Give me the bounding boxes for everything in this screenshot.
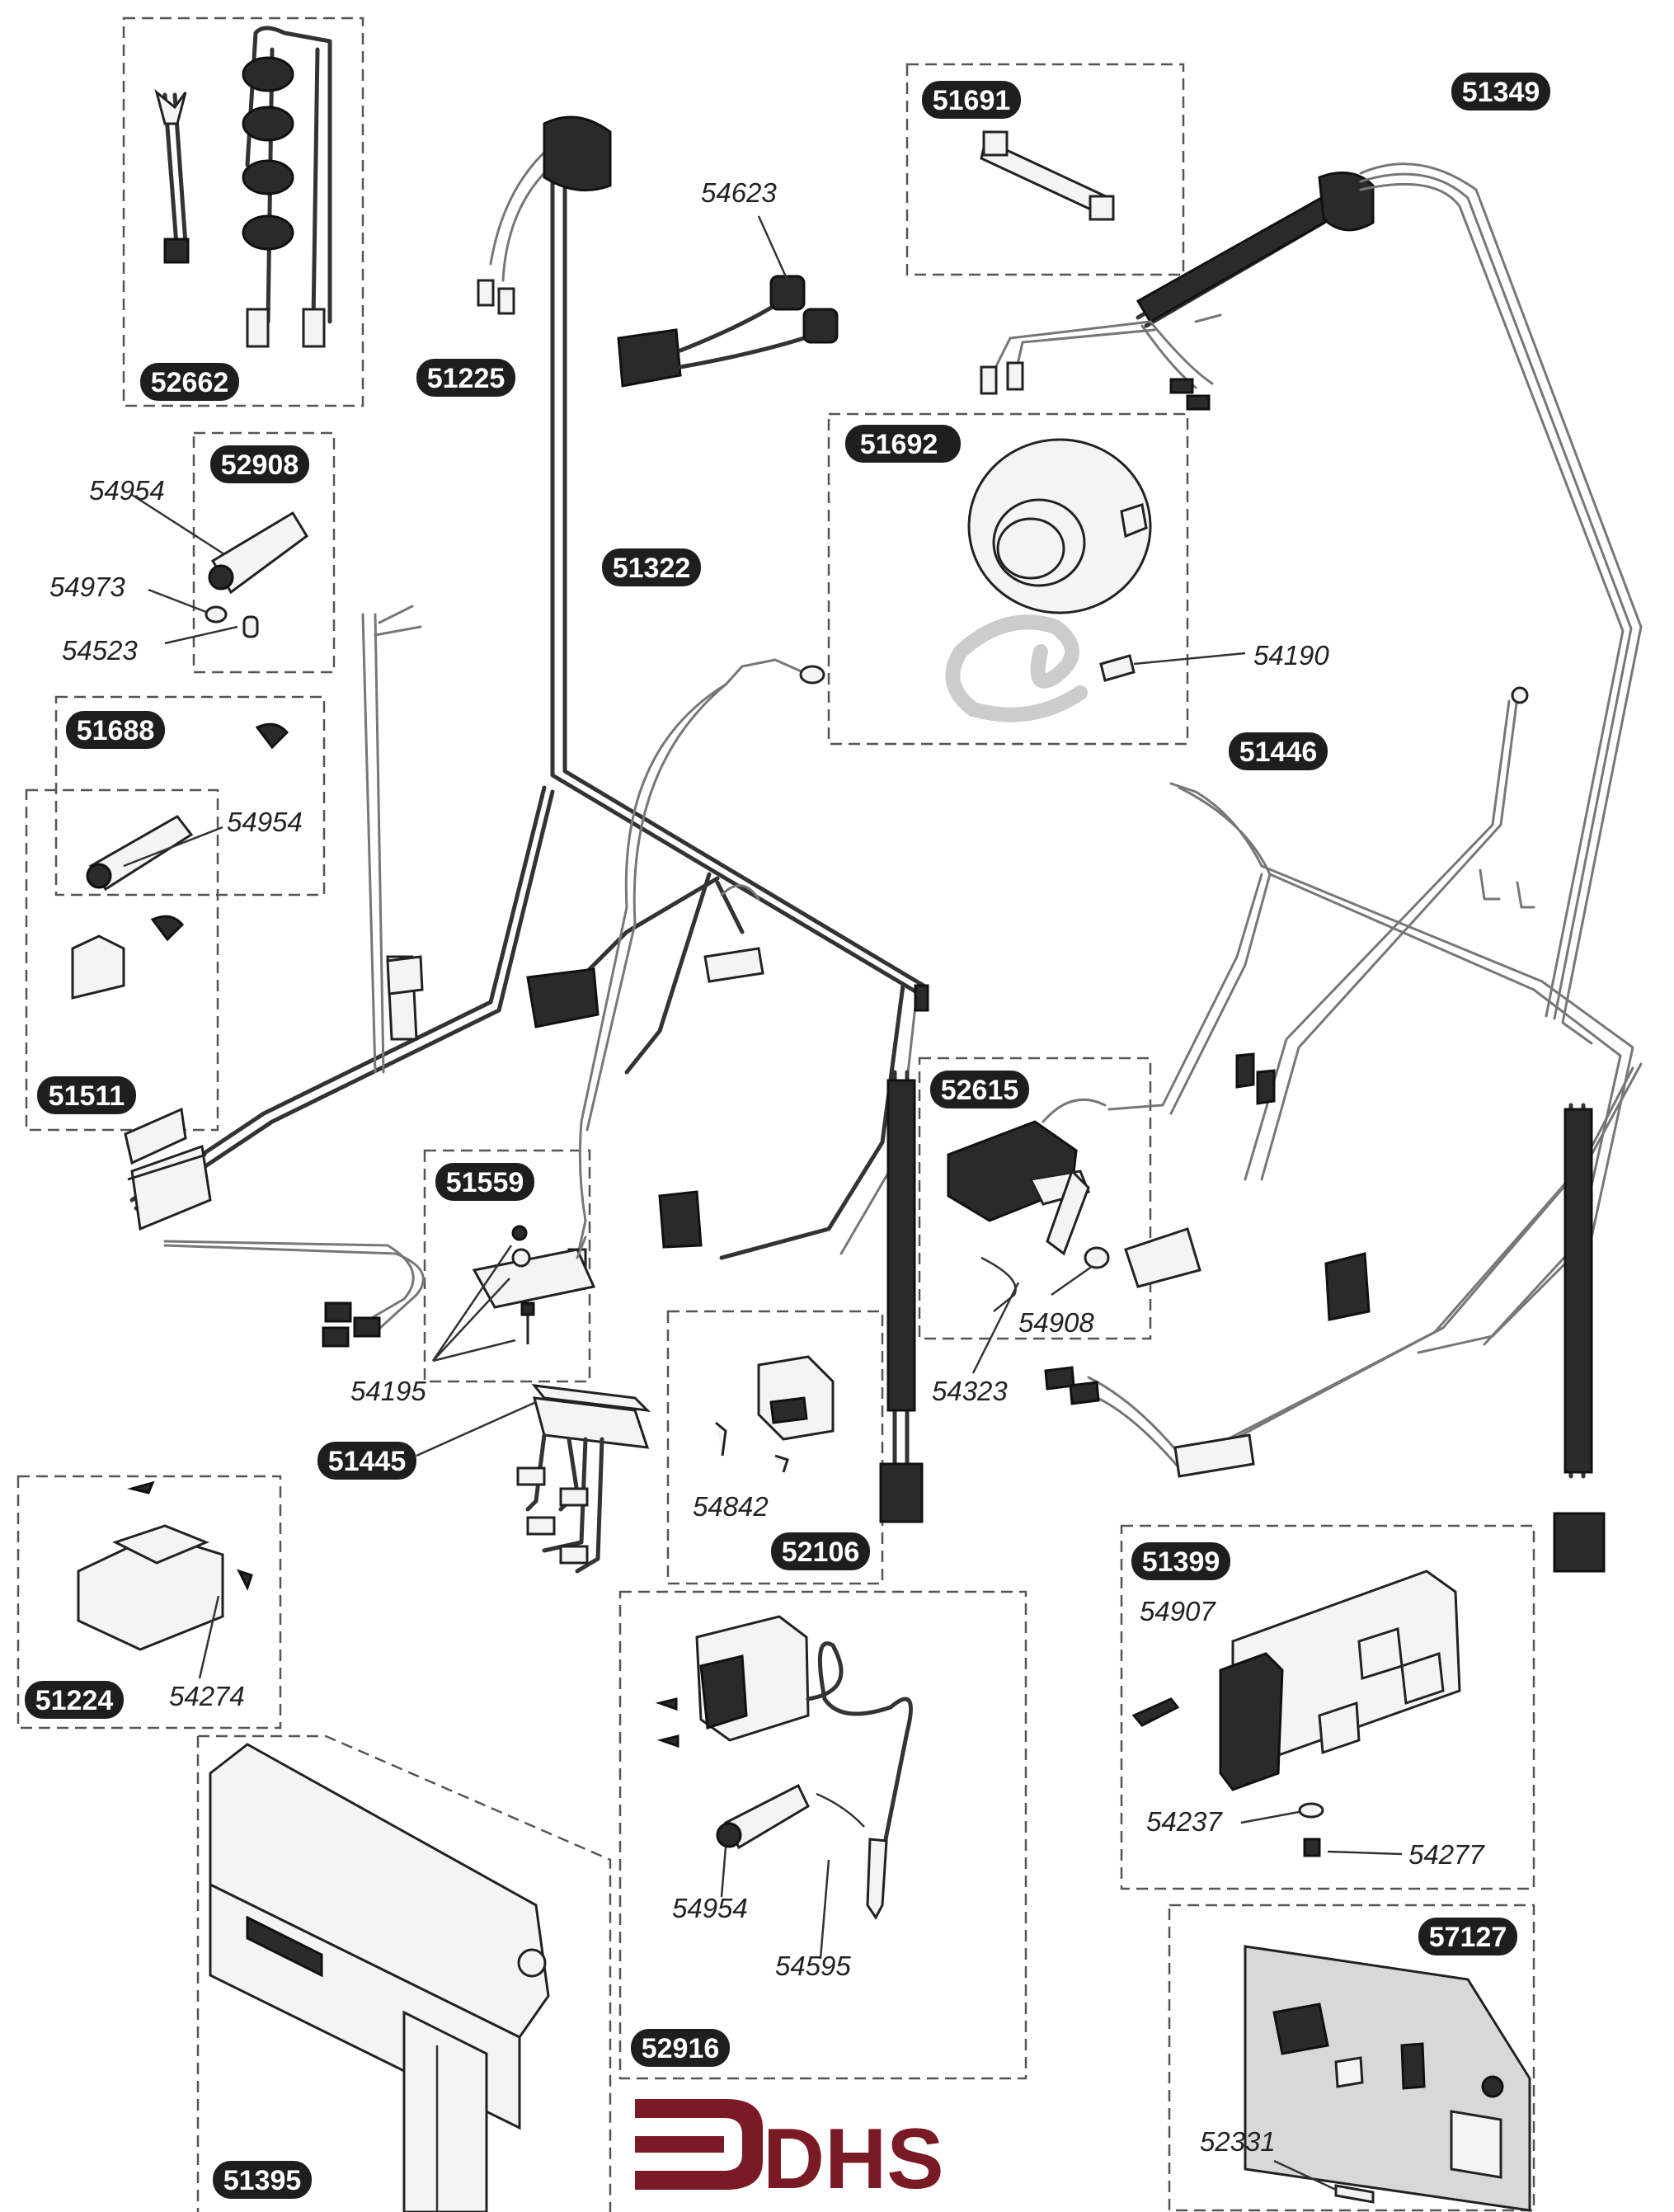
- part-52908-drawing: [131, 493, 308, 645]
- part-57127-drawing: [1244, 1945, 1531, 2212]
- svg-text:51224: 51224: [35, 1685, 114, 1716]
- svg-text:51511: 51511: [49, 1080, 125, 1112]
- part-51349-drawing: [980, 162, 1643, 1045]
- part-references: 54954 54973 54523 54954 54623 54190 5419…: [49, 177, 1485, 2157]
- svg-text:52662: 52662: [151, 367, 229, 398]
- kit-label-51322: 51322: [602, 548, 701, 586]
- svg-text:51349: 51349: [1462, 77, 1540, 108]
- dhs-logo-mark: [635, 2099, 763, 2190]
- part-51691-drawing: [980, 130, 1115, 221]
- kit-label-51688: 51688: [66, 711, 165, 749]
- kit-boxes: [16, 16, 1535, 2212]
- kit-label-51224: 51224: [25, 1681, 124, 1719]
- part-51559-drawing: [431, 1225, 596, 1362]
- svg-text:51446: 51446: [1239, 737, 1318, 768]
- part-51224-drawing: [77, 1480, 253, 1679]
- part-51445-drawing: [416, 1384, 651, 1574]
- svg-text:51559: 51559: [446, 1167, 524, 1198]
- ref-54954-c: 54954: [672, 1893, 748, 1923]
- part-51322-drawing: [567, 658, 825, 1269]
- part-54623-drawing: [617, 215, 839, 388]
- kit-label-52615: 52615: [930, 1071, 1029, 1108]
- ref-54274: 54274: [169, 1681, 245, 1711]
- ref-54323: 54323: [932, 1376, 1008, 1406]
- part-51225-drawing: [124, 115, 926, 1523]
- svg-text:52916: 52916: [642, 2033, 720, 2064]
- svg-text:52908: 52908: [221, 449, 299, 481]
- ref-54237: 54237: [1146, 1806, 1223, 1837]
- part-52615-drawing: [947, 1098, 1201, 1374]
- svg-text:52106: 52106: [782, 1537, 860, 1568]
- ref-54190: 54190: [1253, 640, 1329, 671]
- svg-text:51322: 51322: [613, 553, 691, 584]
- ref-54523: 54523: [62, 635, 138, 666]
- part-51395-drawing: [209, 1743, 550, 2212]
- kit-label-51225: 51225: [416, 359, 515, 397]
- svg-text:51399: 51399: [1142, 1546, 1220, 1578]
- part-51688-drawing: [71, 722, 289, 1000]
- ref-54973: 54973: [49, 572, 125, 602]
- svg-text:51445: 51445: [328, 1446, 407, 1477]
- kit-label-51446: 51446: [1229, 732, 1328, 770]
- ref-52331: 52331: [1200, 2126, 1276, 2157]
- part-52106-drawing: [715, 1355, 835, 1473]
- part-51446-drawing: [1044, 686, 1643, 1573]
- kit-label-51349: 51349: [1451, 73, 1550, 111]
- ref-54907: 54907: [1140, 1596, 1216, 1626]
- kit-label-51399: 51399: [1131, 1542, 1230, 1580]
- svg-text:51691: 51691: [933, 85, 1011, 116]
- svg-text:51688: 51688: [77, 715, 155, 746]
- ref-54277: 54277: [1408, 1839, 1485, 1870]
- kit-label-51692: 51692: [845, 425, 961, 463]
- ref-54954-b: 54954: [227, 807, 303, 837]
- svg-text:57127: 57127: [1429, 1922, 1507, 1953]
- ref-54595: 54595: [775, 1951, 851, 1981]
- kit-label-51691: 51691: [922, 81, 1021, 119]
- kit-label-51445: 51445: [317, 1442, 416, 1480]
- kit-label-52908: 52908: [210, 445, 309, 483]
- kit-label-57127: 57127: [1418, 1918, 1517, 1956]
- part-52662-drawing: [154, 26, 332, 348]
- svg-text:51395: 51395: [223, 2165, 302, 2196]
- part-52916-drawing: [655, 1615, 913, 1960]
- svg-text:51692: 51692: [860, 429, 938, 460]
- ref-54842: 54842: [693, 1491, 769, 1522]
- svg-text:51225: 51225: [427, 363, 505, 394]
- ref-54954-a: 54954: [89, 475, 165, 506]
- ref-54623: 54623: [701, 177, 777, 208]
- misc-connectors: [386, 884, 929, 1012]
- dhs-logo: DHS: [635, 2099, 944, 2207]
- ref-54908: 54908: [1018, 1307, 1094, 1338]
- kit-label-51511: 51511: [37, 1076, 136, 1114]
- part-51399-drawing: [1131, 1570, 1461, 1857]
- kit-labels: 52662 52908 51688 51511 51225 51322 5169…: [25, 73, 1550, 2199]
- kit-label-52662: 52662: [140, 363, 239, 401]
- kit-label-52916: 52916: [631, 2029, 730, 2067]
- part-51692-drawing: [945, 438, 1246, 722]
- svg-text:52615: 52615: [941, 1075, 1019, 1106]
- ref-54195: 54195: [350, 1376, 426, 1406]
- kit-label-52106: 52106: [771, 1532, 870, 1570]
- kit-label-51395: 51395: [213, 2161, 312, 2199]
- kit-label-51559: 51559: [435, 1163, 534, 1201]
- dhs-logo-text: DHS: [763, 2111, 944, 2207]
